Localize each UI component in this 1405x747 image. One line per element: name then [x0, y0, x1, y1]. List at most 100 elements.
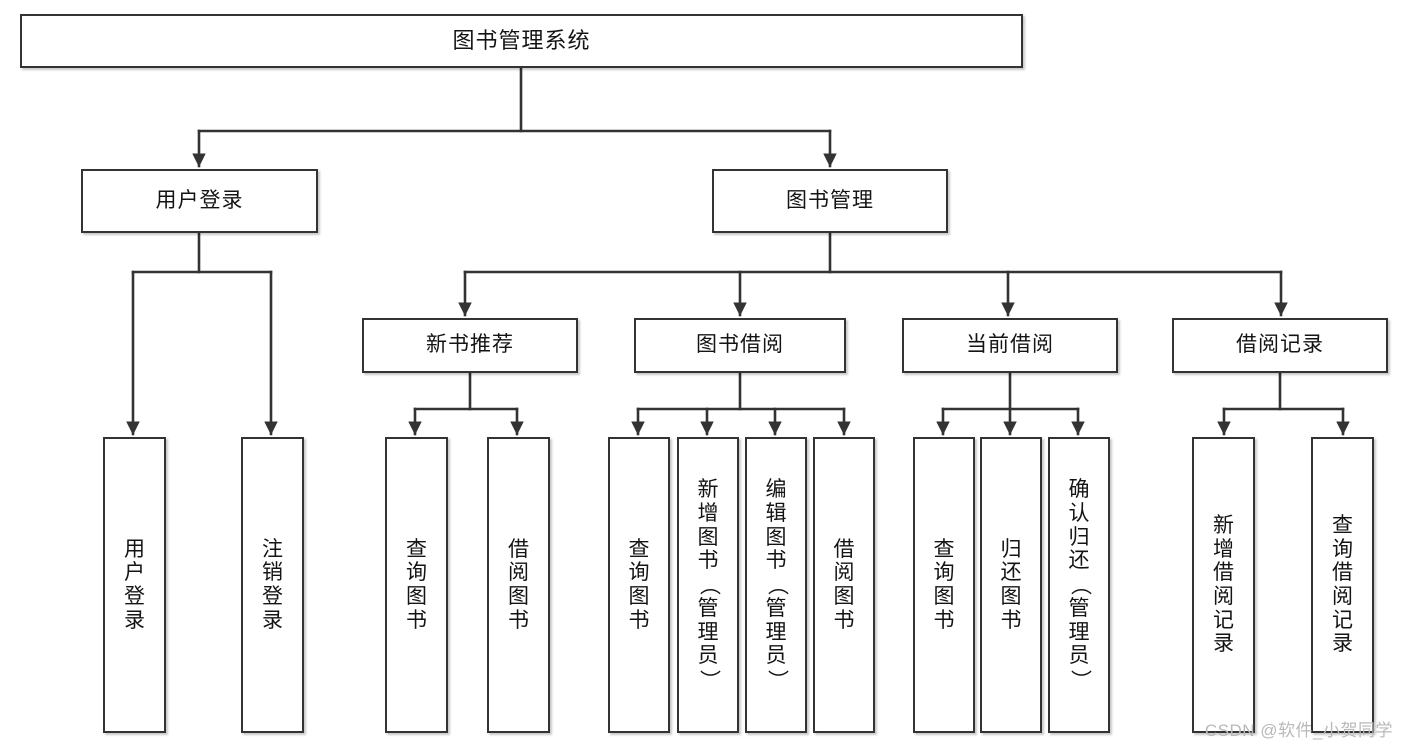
node-label-char: 询: [628, 561, 650, 585]
node-label-char: 记: [1332, 608, 1353, 632]
node-label: 图书管理: [786, 188, 874, 212]
node-label-char: 图: [765, 525, 787, 549]
node-user-login[interactable]: 用户登录: [81, 169, 318, 233]
node-label-char: 图: [933, 585, 955, 608]
node-borrowing-record[interactable]: 借阅记录: [1172, 318, 1388, 373]
node-label-char: 员: [765, 644, 787, 668]
node-label-char: 询: [1332, 537, 1353, 561]
node-label-char: 书: [406, 608, 427, 632]
node-label-char: 借: [508, 537, 529, 561]
node-label-char: 管: [1068, 596, 1090, 620]
node-label-char: 归: [1068, 525, 1090, 549]
watermark: CSDN @软件_小贺同学: [1204, 721, 1393, 740]
node-label-char: 书: [765, 549, 787, 573]
node-book-management[interactable]: 图书管理: [712, 169, 948, 233]
node-label: 借阅记录: [1236, 333, 1324, 357]
node-label-char: 登: [262, 585, 283, 608]
node-leaf-query-book-1[interactable]: 查询图书: [385, 437, 448, 733]
node-label-char: 录: [124, 608, 145, 632]
node-label-char: 用: [124, 537, 145, 561]
node-label-char: 理: [1068, 620, 1090, 644]
node-leaf-borrow-book-1[interactable]: 借阅图书: [487, 437, 550, 733]
node-label-char: 记: [1213, 608, 1234, 632]
node-label-char: 书: [833, 608, 855, 632]
node-label-char: 图: [406, 585, 427, 608]
node-label-char: （: [764, 574, 788, 596]
node-leaf-query-book-3[interactable]: 查询图书: [913, 437, 975, 733]
node-label: 编辑图书（管理员）: [764, 478, 788, 691]
node-new-book-recommendation[interactable]: 新书推荐: [362, 318, 578, 373]
node-label-char: 员: [697, 644, 719, 668]
node-leaf-user-login[interactable]: 用户登录: [103, 437, 166, 733]
node-leaf-borrow-book-2[interactable]: 借阅图书: [813, 437, 875, 733]
node-label-char: 图: [1000, 585, 1022, 608]
node-label: 查询图书: [629, 538, 650, 633]
node-leaf-query-record[interactable]: 查询借阅记录: [1311, 437, 1374, 733]
node-label-char: 图: [508, 585, 529, 608]
node-label-char: 注: [262, 537, 283, 561]
node-label-char: 书: [508, 608, 529, 632]
node-label-char: 管: [765, 596, 787, 620]
node-label-char: ）: [764, 669, 788, 691]
node-label-char: 查: [933, 537, 955, 561]
node-label-char: 阅: [508, 561, 529, 585]
node-leaf-edit-book[interactable]: 编辑图书（管理员）: [745, 437, 807, 733]
node-label-char: 员: [1068, 644, 1090, 668]
node-label: 新增图书（管理员）: [696, 478, 720, 691]
node-label-char: 阅: [1332, 585, 1353, 608]
node-leaf-user-logout[interactable]: 注销登录: [241, 437, 304, 733]
node-label: 借阅图书: [834, 538, 855, 633]
node-label-char: 新: [697, 478, 719, 502]
node-label: 注销登录: [262, 538, 283, 633]
node-label-char: 还: [1068, 549, 1090, 573]
node-label: 图书借阅: [696, 333, 784, 357]
node-leaf-return-book[interactable]: 归还图书: [980, 437, 1042, 733]
node-label-char: ）: [696, 669, 720, 691]
node-label: 查询图书: [934, 538, 955, 633]
node-leaf-add-book[interactable]: 新增图书（管理员）: [677, 437, 739, 733]
node-leaf-add-record[interactable]: 新增借阅记录: [1192, 437, 1255, 733]
node-label-char: 归: [1000, 537, 1022, 561]
node-label: 图书管理系统: [452, 28, 591, 54]
node-label-char: 认: [1068, 501, 1090, 525]
node-label-char: 借: [1213, 561, 1234, 585]
node-label-char: 户: [124, 561, 145, 585]
node-label-char: 理: [697, 620, 719, 644]
node-label-char: （: [1067, 574, 1091, 596]
node-current-borrowing[interactable]: 当前借阅: [902, 318, 1118, 373]
node-label-char: 查: [628, 537, 650, 561]
node-label-char: 借: [1332, 561, 1353, 585]
node-label-char: 录: [1332, 632, 1353, 656]
node-label: 借阅图书: [508, 538, 529, 633]
node-label-char: 图: [628, 585, 650, 608]
node-label-char: 管: [697, 596, 719, 620]
node-label-char: 书: [697, 549, 719, 573]
node-label-char: 查: [1332, 513, 1353, 537]
node-label-char: 录: [1213, 632, 1234, 656]
node-label: 查询图书: [406, 538, 427, 633]
node-label-char: 书: [628, 608, 650, 632]
node-leaf-confirm-return[interactable]: 确认归还（管理员）: [1048, 437, 1110, 733]
node-book-borrowing[interactable]: 图书借阅: [634, 318, 846, 373]
node-label-char: 查: [406, 537, 427, 561]
node-label: 用户登录: [155, 188, 244, 212]
node-label-char: 理: [765, 620, 787, 644]
node-label-char: 书: [933, 608, 955, 632]
node-root-book-management-system[interactable]: 图书管理系统: [20, 14, 1023, 68]
node-label: 当前借阅: [966, 333, 1054, 357]
node-label-char: 录: [262, 608, 283, 632]
node-label-char: 增: [697, 501, 719, 525]
node-leaf-query-book-2[interactable]: 查询图书: [608, 437, 670, 733]
node-label-char: ）: [1067, 669, 1091, 691]
node-label-char: 图: [697, 525, 719, 549]
node-label-char: 销: [262, 561, 283, 585]
node-label-char: 阅: [1213, 585, 1234, 608]
node-label-char: 书: [1000, 608, 1022, 632]
node-label: 新增借阅记录: [1213, 514, 1234, 656]
node-label-char: 阅: [833, 561, 855, 585]
node-label-char: 新: [1213, 513, 1234, 537]
node-label-char: 登: [124, 585, 145, 608]
node-label: 归还图书: [1001, 538, 1022, 633]
node-label-char: 询: [933, 561, 955, 585]
